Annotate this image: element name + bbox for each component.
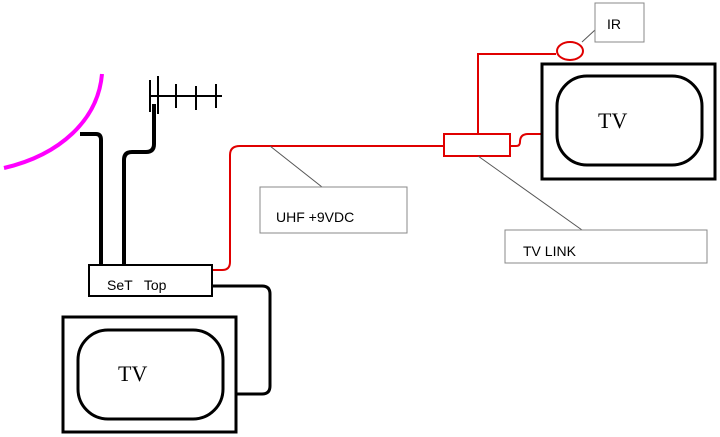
ir-eye <box>556 41 584 61</box>
settop-to-tv-cable <box>212 284 272 396</box>
set-top-label: SeT Top <box>107 277 167 293</box>
ir-cable <box>477 53 556 134</box>
tv-link-label: TV LINK <box>523 243 577 259</box>
antenna-cable <box>122 104 156 265</box>
tv-remote: TV <box>540 62 717 181</box>
satellite-dish-icon <box>3 73 104 170</box>
callout-ir: IR <box>594 2 645 43</box>
dish-cable <box>80 132 103 265</box>
tv-antenna-icon <box>149 76 222 114</box>
set-top-box: SeT Top <box>88 264 213 297</box>
tv-local: TV <box>61 315 238 434</box>
tv-local-label: TV <box>118 361 147 386</box>
callout-uhf: UHF +9VDC <box>259 186 408 234</box>
tv-remote-label: TV <box>598 108 627 133</box>
uhf-label: UHF +9VDC <box>276 209 354 225</box>
uhf-cable <box>212 145 444 271</box>
tv-link-unit <box>443 133 511 157</box>
leader-lines <box>269 29 596 231</box>
callout-tv-link: TV LINK <box>504 229 708 264</box>
tvlink-to-tv-cable <box>510 133 542 147</box>
ir-label: IR <box>607 16 621 32</box>
